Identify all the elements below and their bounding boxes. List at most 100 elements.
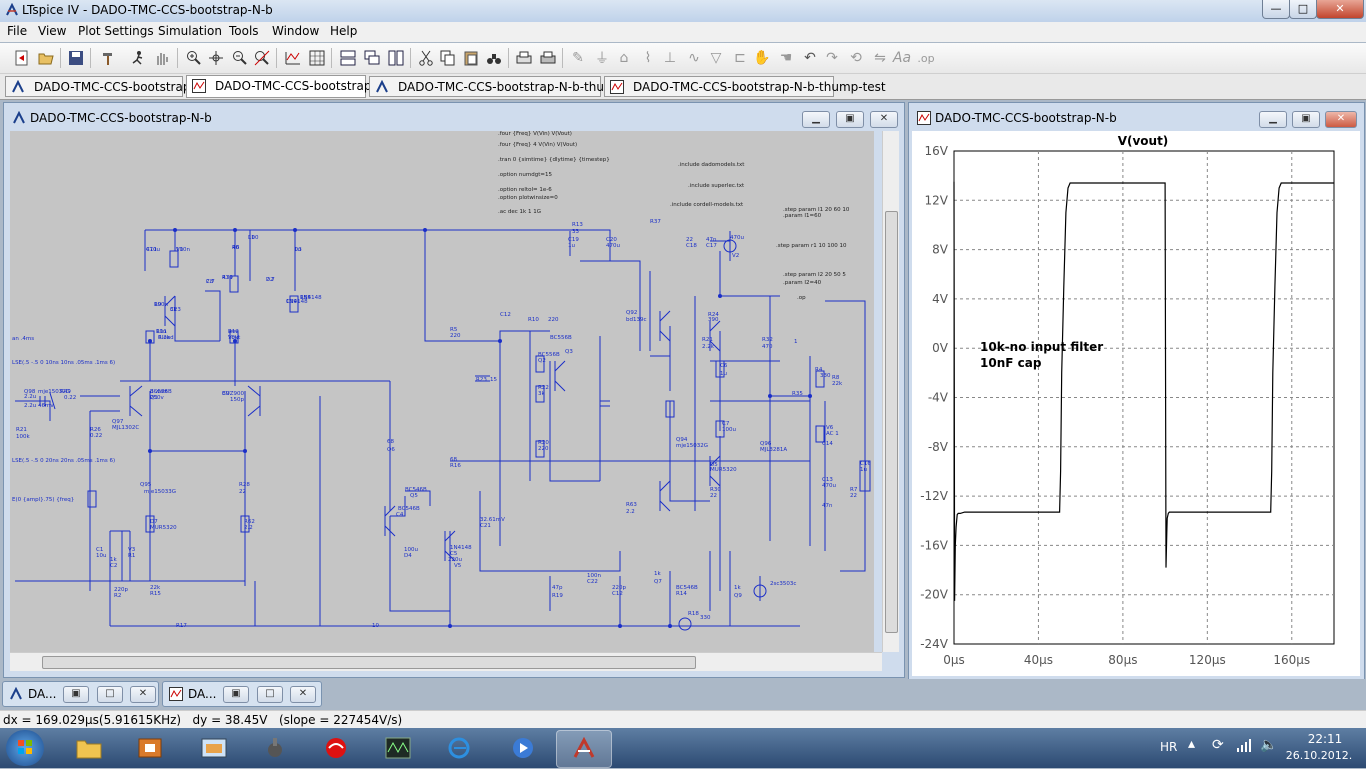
capacitor-icon[interactable]: ⊥ — [663, 50, 677, 66]
zoom-in-icon[interactable] — [184, 48, 204, 68]
menu-simulation[interactable]: Simulation — [158, 24, 222, 38]
undo-icon[interactable]: ↶ — [804, 50, 816, 66]
menu-view[interactable]: View — [38, 24, 67, 38]
autorange-icon[interactable] — [283, 48, 303, 68]
clock-time[interactable]: 22:11 — [1307, 732, 1343, 746]
component-label: V1 — [176, 247, 183, 253]
label-net-icon[interactable]: ⌂ — [619, 50, 629, 66]
zoom-out-icon[interactable] — [230, 48, 250, 68]
grid-icon[interactable] — [307, 48, 327, 68]
mini-close-button[interactable]: ✕ — [130, 686, 156, 703]
move-hand-icon[interactable]: ✋ — [753, 50, 771, 66]
tab-plot-1[interactable]: DADO-TMC-CCS-bootstrap-N-b — [186, 75, 397, 98]
mini-close-button[interactable]: ✕ — [290, 686, 316, 703]
schematic-close-button[interactable]: ✕ — [870, 111, 898, 128]
paste-icon[interactable] — [461, 48, 481, 68]
redo-icon[interactable]: ↷ — [826, 50, 838, 66]
tile-vertical-icon[interactable] — [386, 48, 406, 68]
network-icon[interactable] — [1236, 737, 1252, 756]
component-icon[interactable]: ⊏ — [734, 50, 746, 66]
mirror-icon[interactable]: ⇋ — [874, 50, 886, 66]
language-indicator[interactable]: HR — [1160, 740, 1178, 754]
run-icon[interactable] — [128, 48, 148, 68]
print-icon[interactable] — [538, 48, 558, 68]
y-tick-label: 16V — [925, 144, 949, 158]
waveform-chart[interactable]: V(vout) 16V12V8V4V0V-4V-8V-12V-16V-20V-2… — [912, 131, 1360, 676]
minimize-button[interactable]: — — [1262, 0, 1290, 19]
taskbar-app-4[interactable] — [248, 730, 302, 766]
minimized-plot-window[interactable]: DA... ▣ □ ✕ — [162, 681, 322, 707]
plot-window-titlebar[interactable]: DADO-TMC-CCS-bootstrap-N-b ▁ ▣ ✕ — [909, 103, 1364, 131]
schematic-left-text: 2.2u — [24, 394, 36, 400]
minimized-schematic-window[interactable]: DA... ▣ □ ✕ — [2, 681, 159, 707]
plot-close-button[interactable]: ✕ — [1325, 111, 1357, 128]
halt-hand-icon[interactable] — [152, 48, 172, 68]
draw-wire-icon[interactable]: ✎ — [572, 50, 584, 66]
tab-schematic-2[interactable]: DADO-TMC-CCS-bootstrap-N-b-thump-test — [369, 76, 651, 97]
diode-icon[interactable]: ▽ — [710, 50, 722, 66]
mini-restore-button[interactable]: ▣ — [223, 686, 249, 703]
taskbar-app-3[interactable] — [187, 730, 241, 766]
menu-tools[interactable]: Tools — [229, 24, 259, 38]
taskbar-ltspice[interactable] — [556, 730, 612, 768]
drag-hand-icon[interactable]: ☚ — [779, 50, 793, 66]
tab-schematic-1[interactable]: DADO-TMC-CCS-bootstrap-N-b — [5, 76, 216, 97]
taskbar-explorer[interactable] — [62, 730, 116, 766]
schematic-restore-button[interactable]: ▣ — [836, 111, 864, 128]
rotate-icon[interactable]: ⟲ — [850, 50, 862, 66]
spice-directive: .param I2=40 — [783, 280, 822, 286]
maximize-button[interactable]: □ — [1289, 0, 1317, 19]
resistor-icon[interactable]: ⌇ — [644, 50, 652, 66]
schematic-left-text: 2.2u 46mv — [24, 403, 54, 409]
x-tick-label: 120µs — [1189, 653, 1226, 667]
pan-icon[interactable] — [206, 48, 226, 68]
mini-maximize-button[interactable]: □ — [257, 686, 283, 703]
cascade-icon[interactable] — [362, 48, 382, 68]
menu-file[interactable]: File — [7, 24, 28, 38]
mini-maximize-button[interactable]: □ — [97, 686, 123, 703]
taskbar-internet-explorer[interactable] — [432, 730, 486, 766]
zoom-fit-icon[interactable] — [252, 48, 272, 68]
taskbar-app-6[interactable] — [371, 730, 425, 766]
component-label: R39 — [222, 275, 233, 281]
save-icon[interactable] — [66, 48, 86, 68]
schematic-vscrollbar[interactable] — [882, 131, 899, 652]
text-icon[interactable]: Aa — [892, 50, 912, 66]
schematic-vscroll-thumb[interactable] — [885, 211, 898, 633]
clock-date[interactable]: 26.10.2012. — [1285, 749, 1353, 762]
tile-horizontal-icon[interactable] — [338, 48, 358, 68]
start-button[interactable] — [6, 730, 44, 766]
taskbar-media-player[interactable] — [496, 730, 550, 766]
menu-window[interactable]: Window — [272, 24, 320, 38]
trace-vout[interactable] — [953, 181, 1334, 601]
close-button[interactable]: ✕ — [1316, 0, 1364, 19]
volume-icon[interactable]: 🔈 — [1260, 737, 1278, 753]
tray-chevron-icon[interactable]: ▴ — [1188, 736, 1196, 752]
ground-icon[interactable]: ⏚ — [595, 51, 609, 67]
tab-plot-2[interactable]: DADO-TMC-CCS-bootstrap-N-b-thump-test — [604, 76, 886, 97]
cut-icon[interactable] — [416, 48, 436, 68]
copy-icon[interactable] — [438, 48, 458, 68]
schematic-window-titlebar[interactable]: DADO-TMC-CCS-bootstrap-N-b ▁ ▣ ✕ — [4, 103, 904, 131]
control-panel-hammer-icon[interactable] — [98, 48, 118, 68]
schematic-minimize-button[interactable]: ▁ — [802, 111, 830, 128]
sync-icon[interactable]: ⟳ — [1212, 737, 1224, 753]
schematic-hscrollbar[interactable] — [10, 652, 882, 671]
inductor-icon[interactable]: ∿ — [688, 50, 700, 66]
taskbar-app-5[interactable] — [309, 730, 363, 766]
taskbar-app-2[interactable] — [123, 730, 177, 766]
menu-help[interactable]: Help — [330, 24, 358, 38]
print-setup-icon[interactable] — [514, 48, 534, 68]
find-binoculars-icon[interactable] — [484, 48, 504, 68]
menu-plot-settings[interactable]: Plot Settings — [78, 24, 154, 38]
mini-restore-button[interactable]: ▣ — [63, 686, 89, 703]
plot-restore-button[interactable]: ▣ — [1292, 111, 1320, 128]
open-folder-icon[interactable] — [36, 48, 56, 68]
schematic-hscroll-thumb[interactable] — [42, 656, 696, 669]
plot-minimize-button[interactable]: ▁ — [1259, 111, 1287, 128]
new-schematic-icon[interactable] — [12, 48, 32, 68]
spice-directive-icon[interactable]: .op — [917, 51, 935, 65]
